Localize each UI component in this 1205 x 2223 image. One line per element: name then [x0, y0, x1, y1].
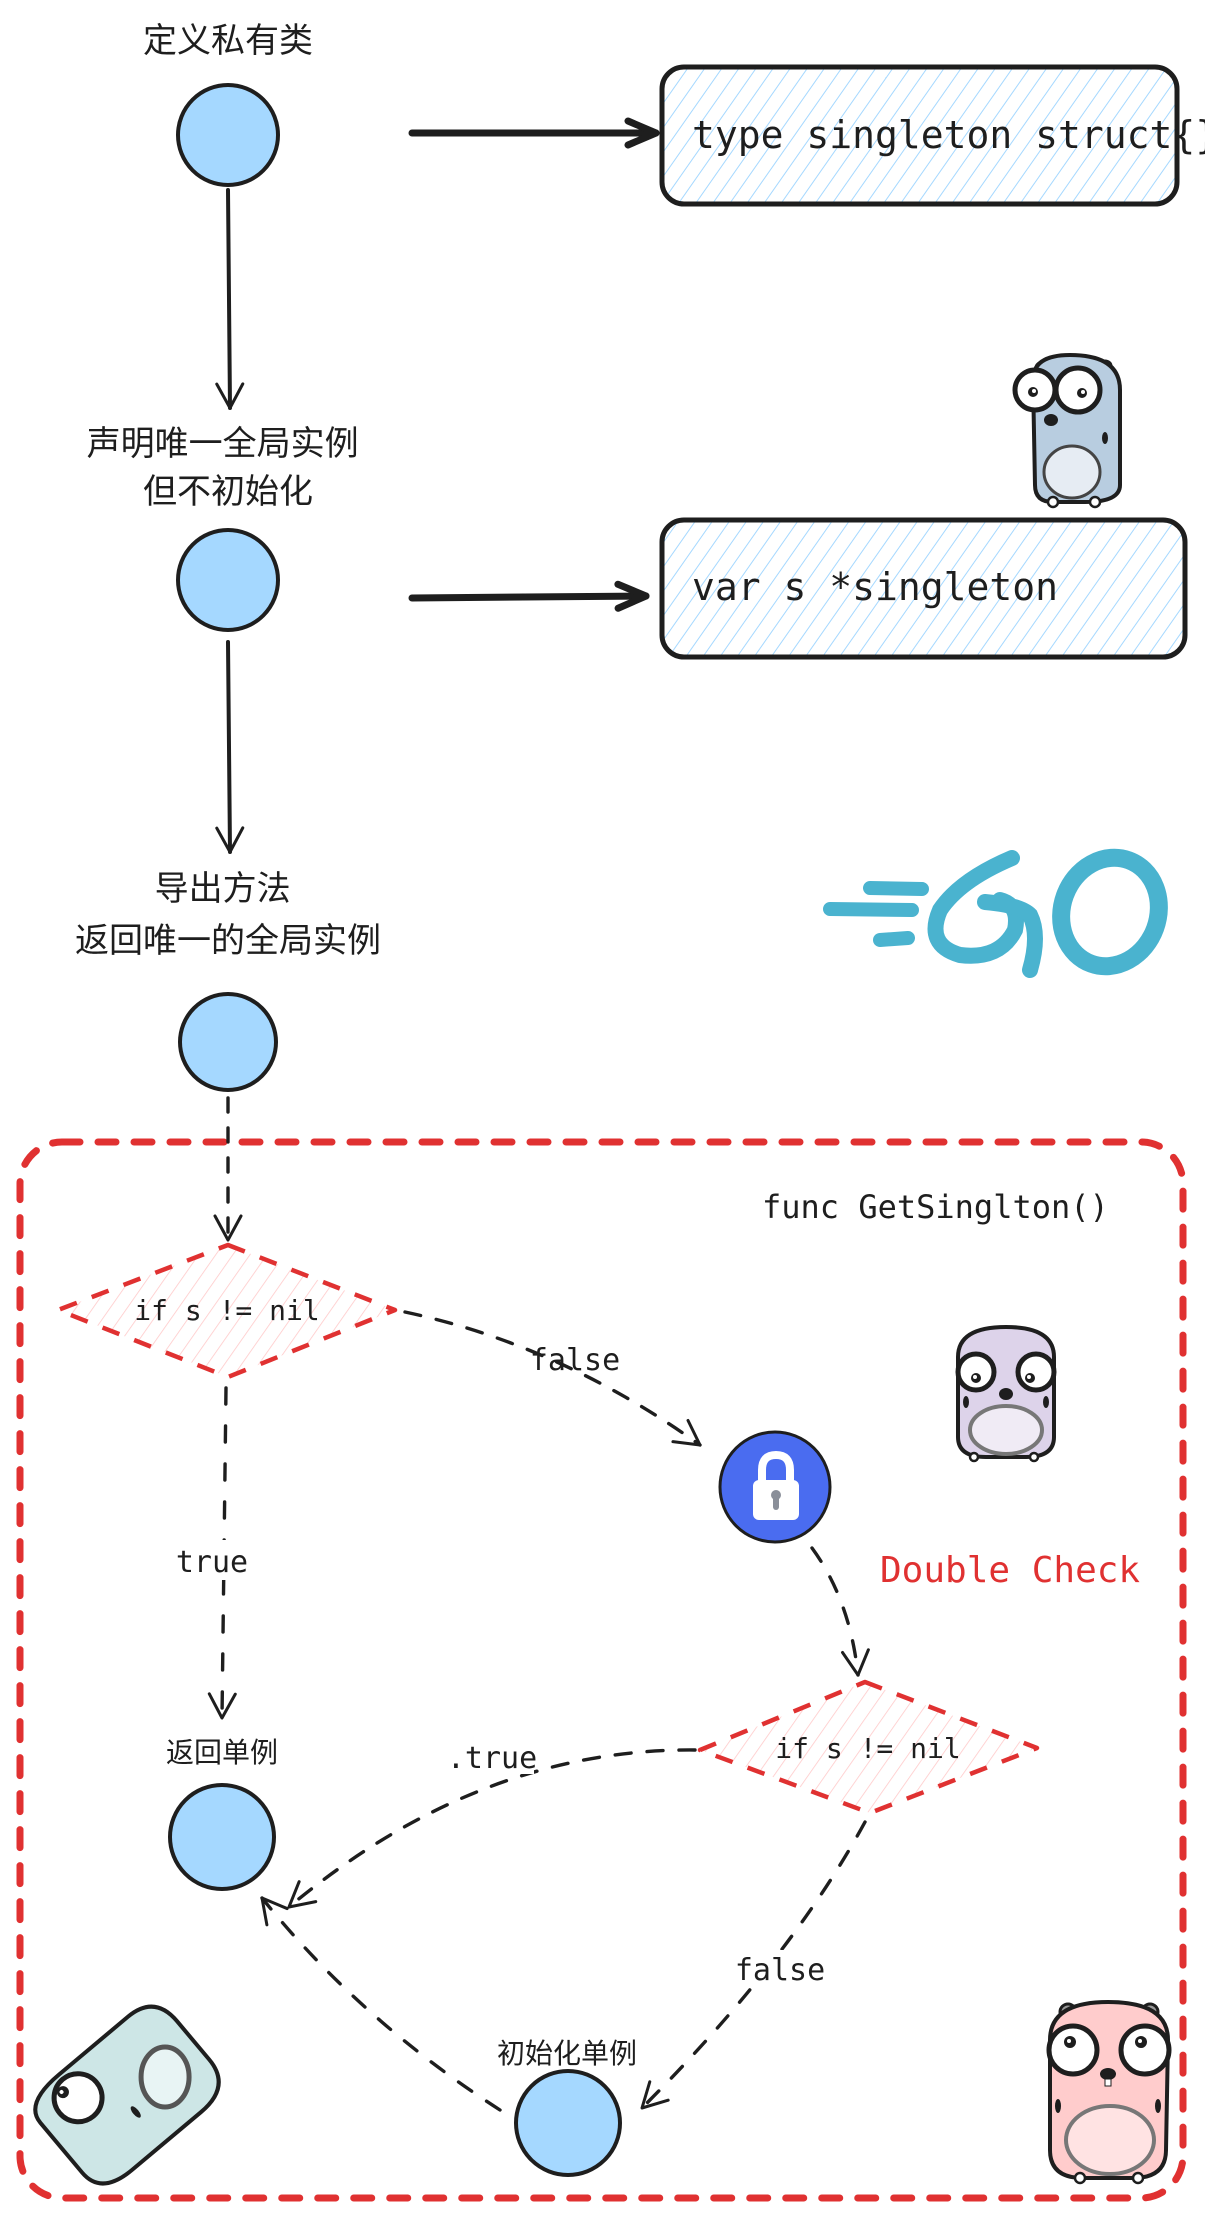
- edge-decision-1-true-label: true: [176, 1545, 248, 1580]
- func-group-frame: [16, 1138, 1187, 2202]
- lock-icon: [753, 1450, 799, 1520]
- init-node[interactable]: [514, 2069, 622, 2177]
- step-3-node[interactable]: [178, 992, 278, 1092]
- step-2-node[interactable]: [176, 528, 280, 632]
- step-1-node[interactable]: [176, 83, 280, 187]
- step-3-label-line-1: 导出方法: [155, 869, 291, 909]
- gopher-teal-icon: [33, 2004, 221, 2186]
- arrow-step-2-to-3: [215, 640, 245, 854]
- step-1-label-line-1: 定义私有类: [143, 21, 313, 61]
- gopher-pink-icon: [1046, 1999, 1172, 2185]
- decision-2-text: if s != nil: [775, 1732, 960, 1765]
- return-node[interactable]: [168, 1783, 276, 1891]
- code-box-var-s[interactable]: var s *singleton: [659, 517, 1188, 660]
- gopher-blue-icon: [1012, 352, 1122, 509]
- step-1-label: 定义私有类: [143, 21, 313, 61]
- go-logo: GO: [823, 848, 1168, 991]
- decision-1[interactable]: if s != nil: [55, 1242, 398, 1380]
- edge-decision-2-true-label: .true: [447, 1741, 537, 1776]
- func-group-title: func GetSinglton(): [762, 1188, 1109, 1226]
- edge-decision-1-false: [403, 1310, 702, 1447]
- lock-node[interactable]: [718, 1430, 832, 1544]
- edge-decision-2-false-label: false: [735, 1953, 825, 1988]
- code-box-type-singleton[interactable]: type singleton struct{}: [659, 64, 1205, 207]
- step-3-label-line-2: 返回唯一的全局实例: [75, 921, 381, 961]
- gopher-purple-icon: [955, 1324, 1057, 1463]
- step-2-label-line-1: 声明唯一全局实例: [87, 424, 359, 464]
- edge-decision-1-false-label: false: [530, 1343, 620, 1378]
- step-3-label: 导出方法 返回唯一的全局实例: [75, 869, 381, 961]
- decision-1-text: if s != nil: [134, 1294, 319, 1327]
- return-node-label: 返回单例: [166, 1736, 278, 1769]
- go-logo-text: GO: [1000, 989, 1002, 991]
- double-check-note: Double Check: [880, 1550, 1140, 1591]
- edge-init-to-return: [260, 1896, 502, 2112]
- step-2-label-line-2: 但不初始化: [143, 472, 313, 512]
- step-2-label: 声明唯一全局实例 但不初始化: [87, 424, 370, 512]
- init-node-label: 初始化单例: [497, 2037, 637, 2070]
- edge-lock-to-decision-2: [810, 1546, 870, 1677]
- arrow-step-2-to-code: [408, 580, 650, 612]
- arrow-step-1-to-2: [215, 188, 245, 410]
- code-box-1-text: type singleton struct{}: [692, 113, 1205, 157]
- code-box-2-text: var s *singleton: [692, 565, 1058, 609]
- decision-2[interactable]: if s != nil: [697, 1679, 1040, 1816]
